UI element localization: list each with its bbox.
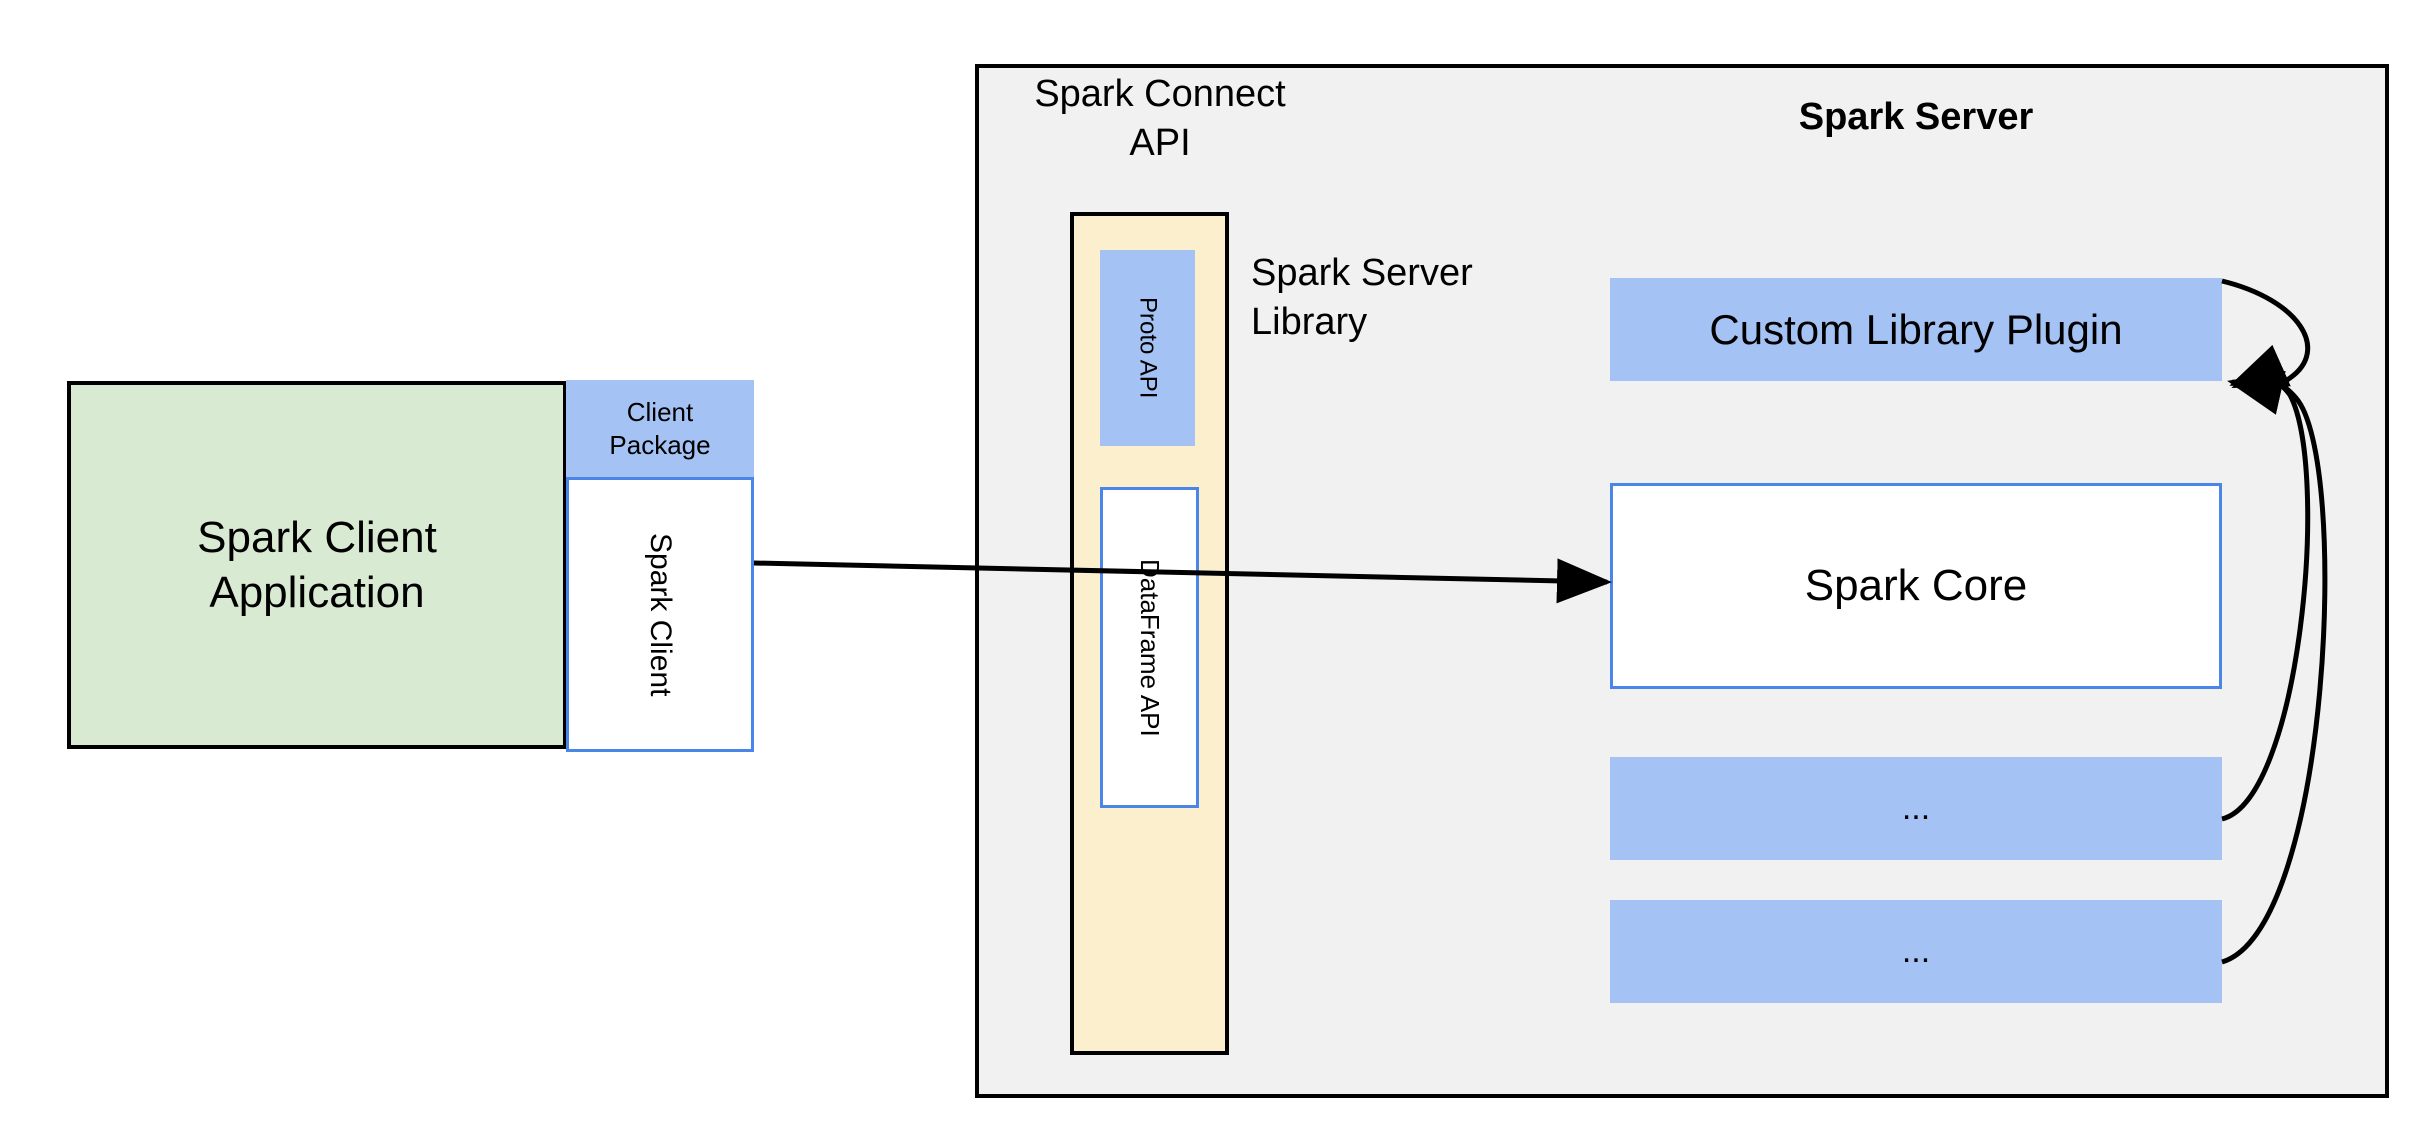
spark-server-library-label-line1: Spark Server — [1251, 252, 1473, 294]
server-placeholder-label-1: ... — [1901, 789, 1931, 827]
proto-api-label: Proto API — [1134, 297, 1162, 399]
dataframe-api-box[interactable]: DataFrame API — [1100, 487, 1199, 808]
spark-connect-api-label-line1: Spark Connect — [1034, 73, 1286, 115]
spark-client-application-label-line1: Spark Client — [197, 513, 437, 562]
spark-client-label: Spark Client — [644, 532, 677, 697]
spark-connect-api-label: Spark Connect API — [1010, 70, 1310, 167]
spark-client-box[interactable]: Spark Client — [566, 477, 754, 752]
dataframe-api-label: DataFrame API — [1135, 558, 1165, 737]
client-package-label-line2: Package — [609, 430, 711, 460]
spark-server-library-label-line2: Library — [1251, 300, 1368, 343]
spark-core-label: Spark Core — [1804, 561, 2028, 610]
custom-library-plugin-label: Custom Library Plugin — [1709, 305, 2123, 353]
client-package-label: Client Package — [609, 396, 710, 463]
spark-server-title: Spark Server — [1798, 96, 2034, 138]
spark-client-application-box[interactable]: Spark Client Application — [67, 381, 567, 749]
spark-client-application-label: Spark Client Application — [197, 510, 437, 620]
client-package-box[interactable]: Client Package — [566, 380, 754, 478]
server-placeholder-box-1[interactable]: ... — [1610, 757, 2222, 860]
spark-server-library-label: Spark Server Library — [1251, 249, 1581, 346]
proto-api-box[interactable]: Proto API — [1100, 250, 1195, 446]
client-package-label-line1: Client — [626, 396, 694, 427]
spark-client-application-label-line2: Application — [209, 568, 425, 617]
spark-core-box[interactable]: Spark Core — [1610, 483, 2222, 689]
custom-library-plugin-box[interactable]: Custom Library Plugin — [1610, 278, 2222, 381]
server-placeholder-label-2: ... — [1901, 932, 1931, 970]
spark-connect-api-label-line2: API — [1129, 121, 1191, 164]
server-placeholder-box-2[interactable]: ... — [1610, 900, 2222, 1003]
